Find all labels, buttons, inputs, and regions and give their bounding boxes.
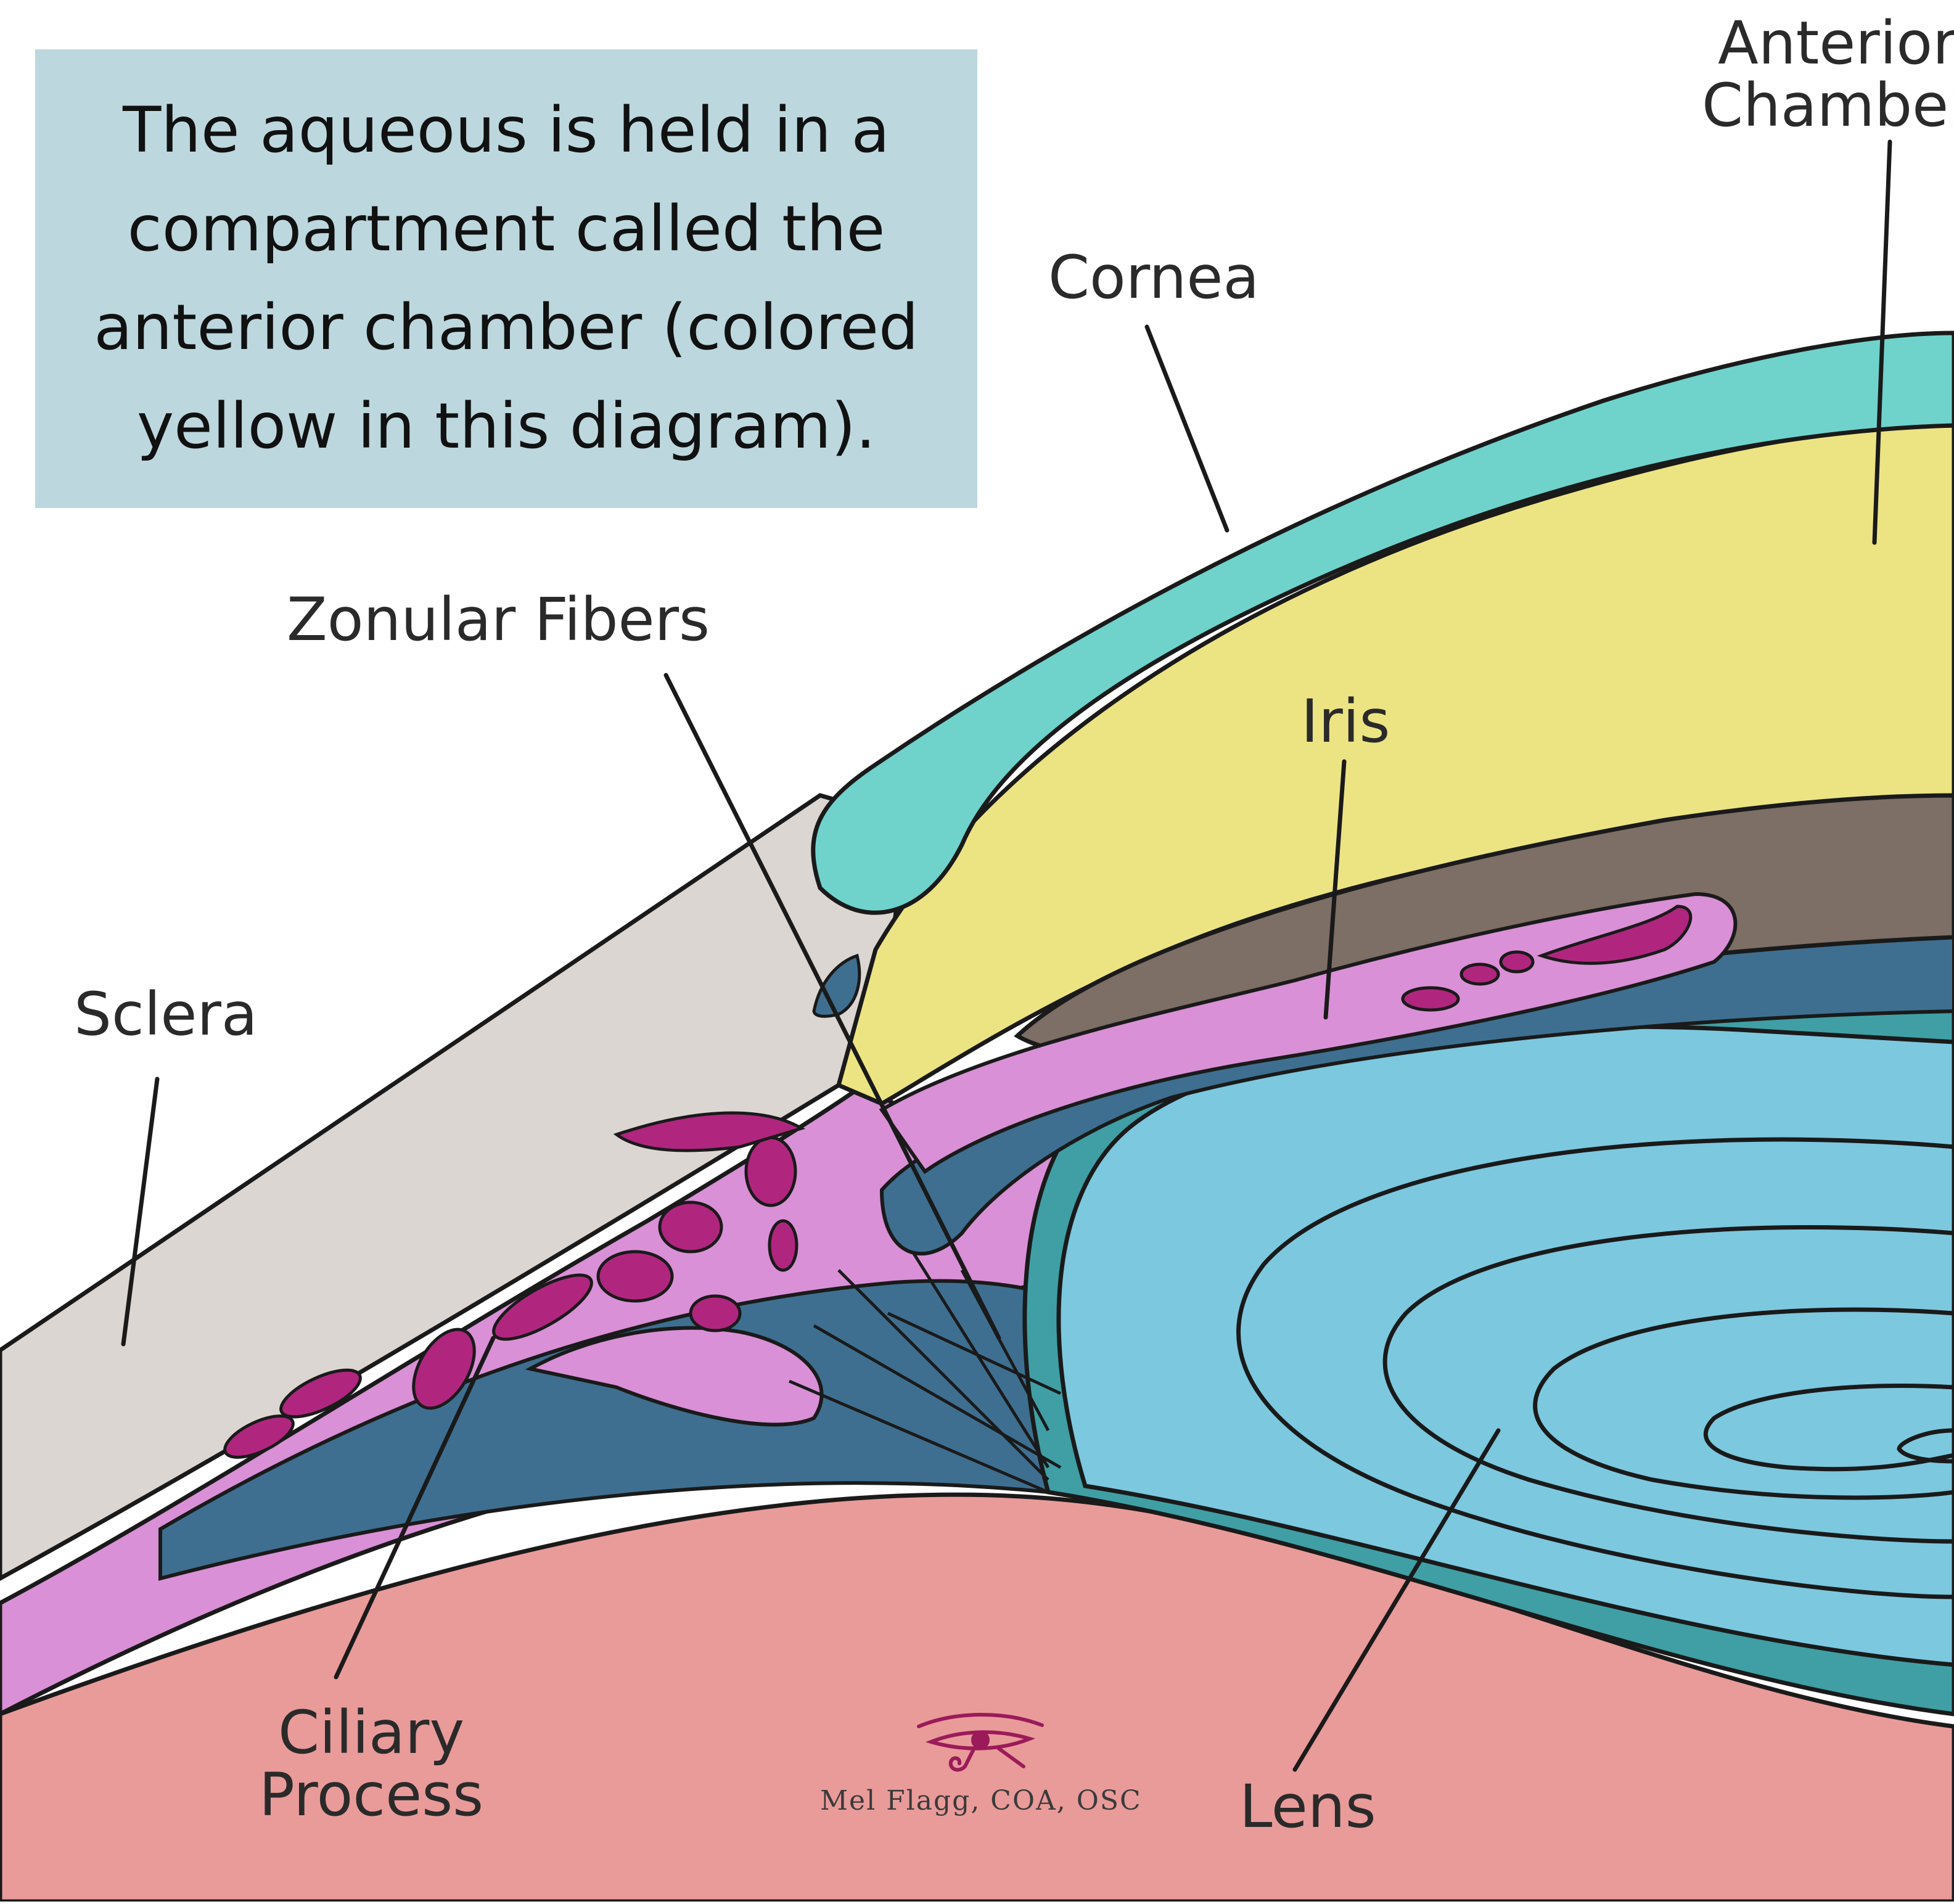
label-sclera: Sclera (74, 980, 258, 1049)
leader-ciliary (334, 1336, 496, 1680)
lens-body (1056, 1024, 1954, 1667)
leader-lens (1292, 1428, 1501, 1772)
leader-anterior-chamber (1872, 139, 1892, 545)
cornea (811, 330, 1954, 915)
label-lens: Lens (1239, 1772, 1376, 1841)
ciliary-process-lobe (525, 1326, 824, 1427)
label-cornea: Cornea (1048, 243, 1260, 312)
iris-dark-spots (1401, 905, 1693, 1012)
label-anterior-chamber-line2: Chamber (1702, 70, 1954, 140)
trabecular-meshwork (812, 953, 861, 1018)
caption-box: The aqueous is held in a compartment cal… (35, 49, 977, 508)
zonular-fibers (789, 1250, 1062, 1494)
label-ciliary-line1: Ciliary (278, 1698, 465, 1767)
lens-rings (1236, 1137, 1954, 1599)
label-zonular-fibers: Zonular Fibers (287, 585, 710, 654)
label-anterior-chamber: Anterior Chamber (1702, 12, 1954, 137)
caption-text: The aqueous is held in a compartment cal… (94, 94, 919, 463)
leader-cornea (1144, 324, 1229, 533)
label-ciliary-process: Ciliary Process (259, 1702, 483, 1826)
leader-zonular-fibers (663, 673, 1001, 1340)
leader-lines (121, 139, 1892, 1772)
signature: Mel Flagg, COA, OSC (820, 1785, 1142, 1816)
leader-sclera (121, 1077, 160, 1347)
label-anterior-chamber-line1: Anterior (1718, 9, 1954, 78)
ciliary-dark-processes (223, 1111, 806, 1459)
eye-of-horus-icon (917, 1713, 1044, 1772)
label-ciliary-line2: Process (259, 1760, 484, 1829)
label-iris: Iris (1301, 687, 1390, 756)
leader-iris (1323, 759, 1347, 1020)
